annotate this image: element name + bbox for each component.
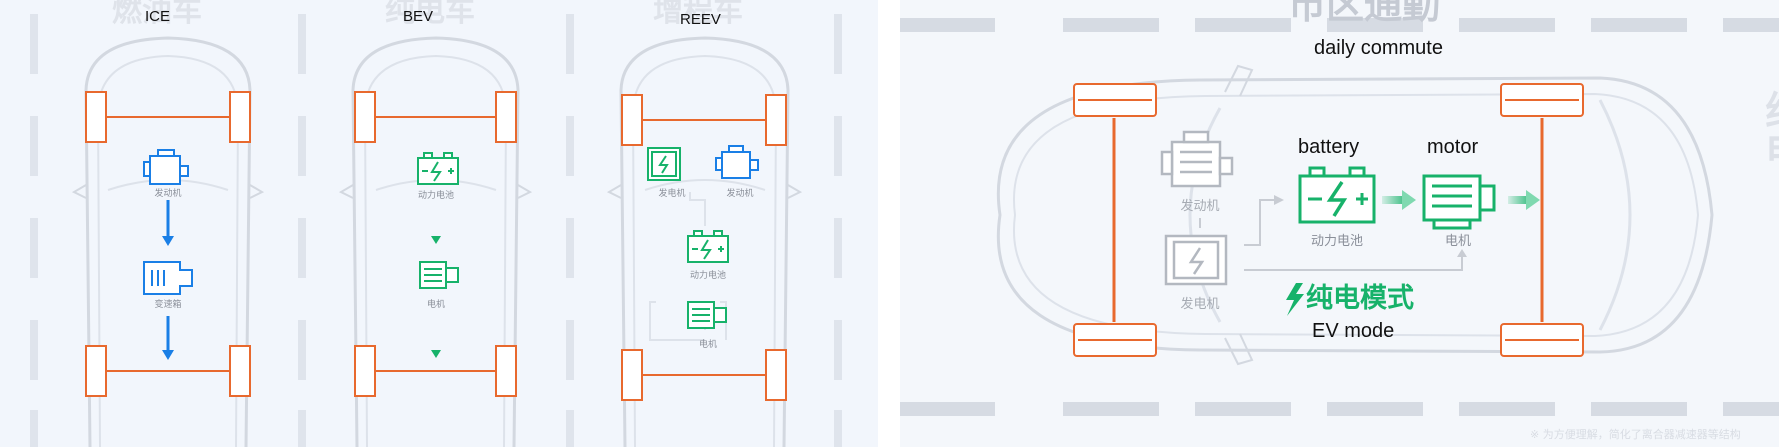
ice-car: [71, 36, 265, 447]
bev-motor-label: 电机: [426, 300, 446, 310]
ev-mode-en-label: EV mode: [1312, 320, 1395, 342]
battery-label: 动力电池: [1310, 234, 1364, 249]
right-ghost-title: 市区通勤: [1288, 0, 1441, 27]
bev-ghost-title: 纯电车: [385, 0, 475, 29]
motor-heading: motor: [1427, 136, 1479, 158]
rear-right-wheel: [1500, 323, 1584, 357]
battery-heading: battery: [1298, 136, 1360, 158]
generator-label: 发电机: [1180, 297, 1220, 312]
reev-generator-label: 发电机: [658, 189, 686, 199]
bev-battery-label: 动力电池: [417, 191, 455, 201]
ice-wheel-fl: [85, 91, 107, 143]
ev-mode-bolt-icon: [1286, 283, 1304, 316]
reev-label: REEV: [680, 11, 721, 28]
front-left-wheel: [1073, 83, 1157, 117]
reev-wheel-fl: [621, 94, 643, 146]
reev-generator-icon: [647, 147, 681, 181]
bev-label: BEV: [403, 8, 434, 25]
daily-commute-label: daily commute: [1314, 37, 1443, 59]
generator-icon-disabled: [1164, 234, 1228, 286]
generator-link-lines: [1244, 199, 1463, 271]
bev-battery-icon: [417, 152, 459, 185]
ev-mode-cn-label: 纯电模式: [1306, 283, 1414, 314]
reev-ghost-title: 增程车: [653, 0, 743, 29]
reev-motor-icon: [687, 301, 727, 329]
ice-wheel-rl: [85, 345, 107, 397]
top-view-car: [997, 64, 1714, 366]
engine-label: 发动机: [1180, 199, 1220, 214]
reev-wheel-rl: [621, 349, 643, 401]
reev-wheel-fr: [765, 94, 787, 146]
bev-wheel-fl: [354, 91, 376, 143]
motor-label: 电机: [1444, 234, 1472, 249]
reev-car: [606, 36, 803, 447]
ice-wheel-fr: [229, 91, 251, 143]
footnote: ※ 为方便理解，简化了离合器减速器等结构: [1530, 428, 1741, 441]
reev-battery-icon: [687, 230, 729, 263]
front-right-wheel: [1073, 323, 1157, 357]
reev-engine-icon: [715, 145, 759, 179]
reev-motor-label: 电机: [698, 340, 718, 350]
bev-motor-icon: [419, 261, 459, 289]
left-panel-bg: [0, 0, 878, 447]
bev-wheel-fr: [495, 91, 517, 143]
side-ghost-title: 纯电: [1758, 90, 1779, 170]
rear-left-wheel: [1500, 83, 1584, 117]
reev-wheel-rr: [765, 349, 787, 401]
engine-icon-disabled: [1160, 130, 1234, 188]
motor-to-axle-arrow: [1508, 196, 1528, 204]
left-lane-stripes: [30, 14, 842, 447]
ice-gearbox-icon: [143, 261, 193, 295]
bev-wheel-rl: [354, 345, 376, 397]
ice-engine-icon: [143, 149, 189, 185]
bev-wheel-rr: [495, 345, 517, 397]
ice-label: ICE: [145, 8, 171, 25]
battery-icon: [1298, 166, 1376, 224]
motor-icon: [1422, 174, 1496, 230]
ice-ghost-title: 燃油车: [112, 0, 202, 29]
ice-engine-label: 发动机: [154, 189, 182, 199]
reev-battery-label: 动力电池: [689, 271, 727, 281]
right-lane-stripes: [900, 18, 1779, 416]
ice-gearbox-label: 变速箱: [154, 300, 182, 310]
ice-wheel-rr: [229, 345, 251, 397]
ice-car-outline: [84, 36, 252, 447]
battery-to-motor-arrow: [1382, 196, 1404, 204]
bev-car: [338, 36, 533, 447]
reev-engine-label: 发动机: [726, 189, 754, 199]
